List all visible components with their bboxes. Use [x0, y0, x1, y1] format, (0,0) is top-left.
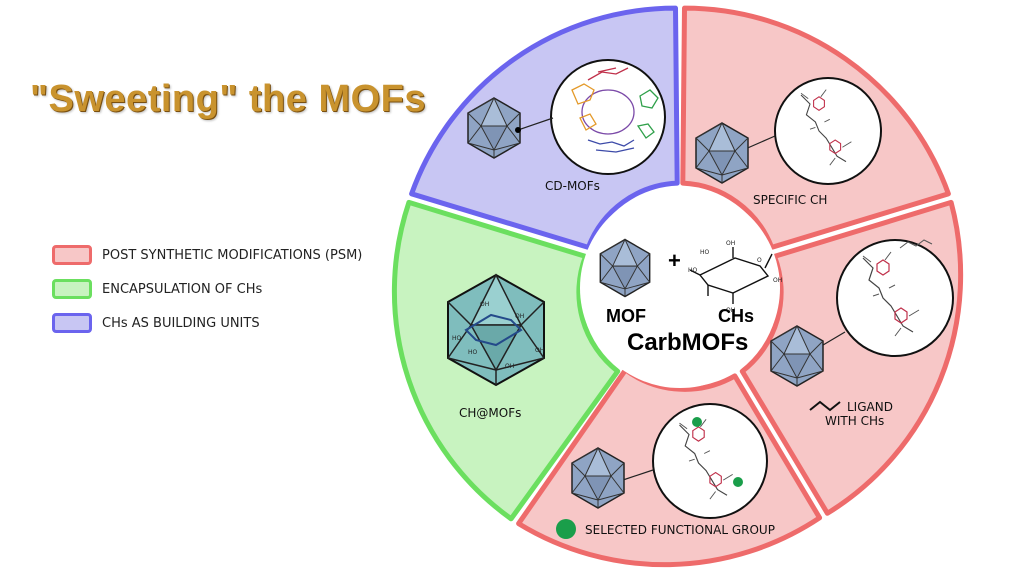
- legend: POST SYNTHETIC MODIFICATIONS (PSM) ENCAP…: [52, 238, 362, 340]
- functional-group-dot-1: [692, 417, 702, 427]
- functional-group-zoom-circle: [652, 403, 768, 519]
- cd-mof-zoom-circle: [550, 59, 666, 175]
- legend-item-encapsulation: ENCAPSULATION OF CHs: [52, 272, 362, 306]
- cd-mof-connector: [517, 117, 554, 131]
- legend-label-psm: POST SYNTHETIC MODIFICATIONS (PSM): [102, 247, 363, 263]
- sugar-label-oh-3: OH: [726, 307, 735, 314]
- cage-label-ho-2: HO: [468, 349, 478, 356]
- sugar-label-oh-1: OH: [726, 240, 735, 247]
- functional-group-connector: [619, 469, 654, 482]
- ch-at-mofs-cage: [447, 273, 545, 387]
- cd-mof-anchor-dot: [515, 127, 521, 133]
- selected-functional-group-label: SELECTED FUNCTIONAL GROUP: [585, 523, 775, 537]
- sugar-label-ho-2: HO: [688, 267, 698, 274]
- legend-swatch-building-units: [52, 313, 92, 333]
- page-title: "Sweeting" the MOFs: [30, 78, 427, 120]
- cd-mofs-label: CD-MOFs: [545, 179, 600, 193]
- cage-label-oh-1: OH: [480, 301, 489, 308]
- cage-label-oh-4: OH: [505, 363, 514, 370]
- sugar-label-ho-1: HO: [700, 249, 710, 256]
- sugar-label-o: O: [757, 257, 762, 264]
- cage-label-oh-3: OH: [535, 347, 544, 354]
- center-label-mof: MOF: [606, 306, 646, 326]
- sugar-label-oh-2: OH: [773, 277, 782, 284]
- ligand-zigzag-icon: [809, 400, 841, 412]
- legend-item-psm: POST SYNTHETIC MODIFICATIONS (PSM): [52, 238, 362, 272]
- legend-label-encapsulation: ENCAPSULATION OF CHs: [102, 281, 263, 297]
- center-plus-sign: +: [668, 248, 681, 273]
- cage-label-oh-2: OH: [515, 313, 524, 320]
- selected-functional-group-legend-dot: [556, 519, 576, 539]
- specific-ch-label: SPECIFIC CH: [753, 193, 827, 207]
- center-sugar-structure: [689, 247, 773, 304]
- legend-item-building-units: CHs AS BUILDING UNITS: [52, 306, 362, 340]
- center-label-carbmofs: CarbMOFs: [627, 329, 748, 356]
- specific-ch-zoom-circle: [774, 77, 882, 185]
- ligand-zoom-circle: [836, 239, 954, 357]
- cage-label-ho-1: HO: [452, 335, 462, 342]
- center-circle: [580, 188, 780, 388]
- center-label-chs: CHs: [718, 306, 754, 326]
- ligand-label-line2: WITH CHs: [825, 414, 884, 428]
- ligand-label-line1: LIGAND: [847, 400, 893, 414]
- ligand-chain-decoration: [899, 239, 933, 249]
- functional-group-dot-2: [733, 477, 743, 487]
- legend-swatch-encapsulation: [52, 279, 92, 299]
- cyclodextrin-structure: [571, 67, 659, 153]
- ch-at-mofs-label: CH@MOFs: [459, 406, 521, 420]
- legend-label-building-units: CHs AS BUILDING UNITS: [102, 315, 260, 331]
- legend-swatch-psm: [52, 245, 92, 265]
